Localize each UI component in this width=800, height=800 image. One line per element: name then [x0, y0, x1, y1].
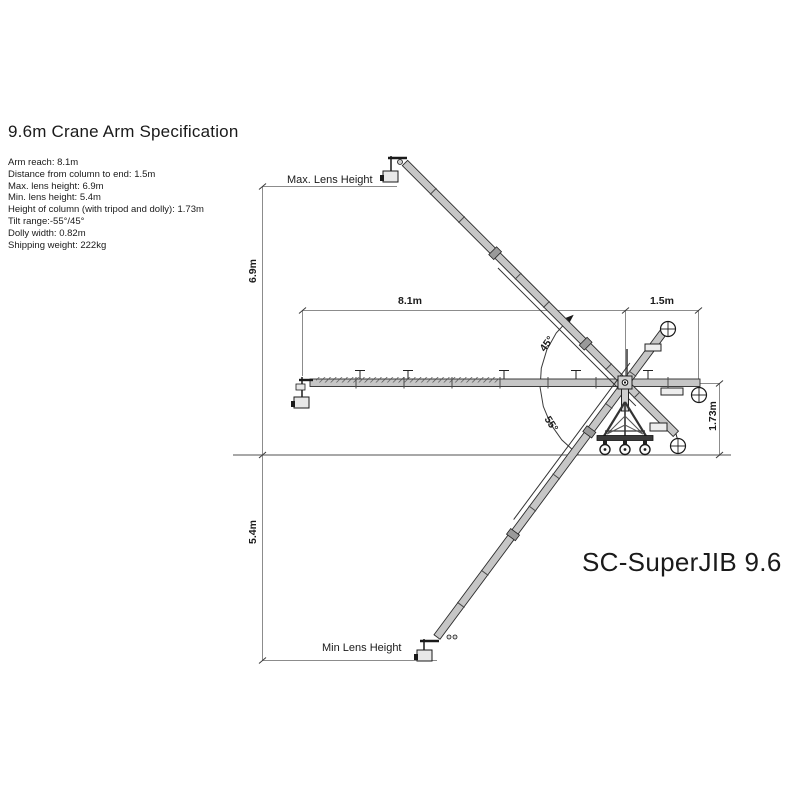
- spec-list: Arm reach: 8.1m Distance from column to …: [8, 157, 204, 251]
- camera-mount-horizontal: [291, 377, 313, 409]
- spec-line: Tilt range:-55°/45°: [8, 215, 85, 227]
- counterweight-horizontal: [690, 386, 708, 404]
- cable-hatch: [316, 377, 498, 383]
- spec-line: Arm reach: 8.1m: [8, 157, 79, 168]
- spec-line: Dolly width: 0.82m: [8, 227, 86, 239]
- product-name: SC-SuperJIB 9.6: [582, 547, 782, 577]
- leveling-rod-raised: [497, 267, 637, 407]
- dim-max-height: 6.9m: [246, 259, 259, 283]
- page-title: 9.6m Crane Arm Specification: [8, 122, 239, 141]
- dim-min-height: 5.4m: [246, 520, 259, 544]
- dolly-base: [596, 435, 654, 441]
- arm-raised: [380, 156, 687, 455]
- counterweight-lowered: [659, 320, 677, 338]
- arm-horizontal: [291, 370, 708, 409]
- min-lens-height-label: Min Lens Height: [322, 642, 402, 654]
- spec-line: Height of column (with tripod and dolly)…: [8, 204, 204, 216]
- spec-line: Min. lens height: 5.4m: [8, 192, 101, 204]
- leveling-rod-lowered: [513, 362, 631, 520]
- spec-line: Distance from column to end: 1.5m: [8, 168, 156, 180]
- dimension-ticks: [258, 183, 724, 664]
- counterweight-plate-lowered: [644, 343, 662, 352]
- camera-mount-lowered: [414, 634, 458, 662]
- dim-tail-length: 1.5m: [650, 295, 674, 307]
- tripod-legs: [603, 401, 647, 437]
- dim-arm-reach: 8.1m: [398, 295, 422, 307]
- spec-line: Max. lens height: 6.9m: [8, 180, 104, 192]
- counterweight-raised: [669, 437, 687, 455]
- counterweight-plate-horizontal: [660, 387, 684, 396]
- arm-lowered: [414, 320, 677, 662]
- spec-line: Shipping weight: 222kg: [8, 239, 107, 251]
- dolly-wheels: [599, 440, 651, 456]
- column-tripod-dolly: [596, 349, 654, 456]
- dim-column-height: 1.73m: [706, 401, 719, 431]
- max-lens-height-label: Max. Lens Height: [287, 174, 373, 186]
- dimension-lines: [233, 186, 731, 661]
- camera-mount-raised: [380, 156, 407, 183]
- arc-arrow-up: [565, 314, 574, 323]
- counterweight-plate-raised: [649, 422, 668, 432]
- arm-brackets: [355, 370, 653, 379]
